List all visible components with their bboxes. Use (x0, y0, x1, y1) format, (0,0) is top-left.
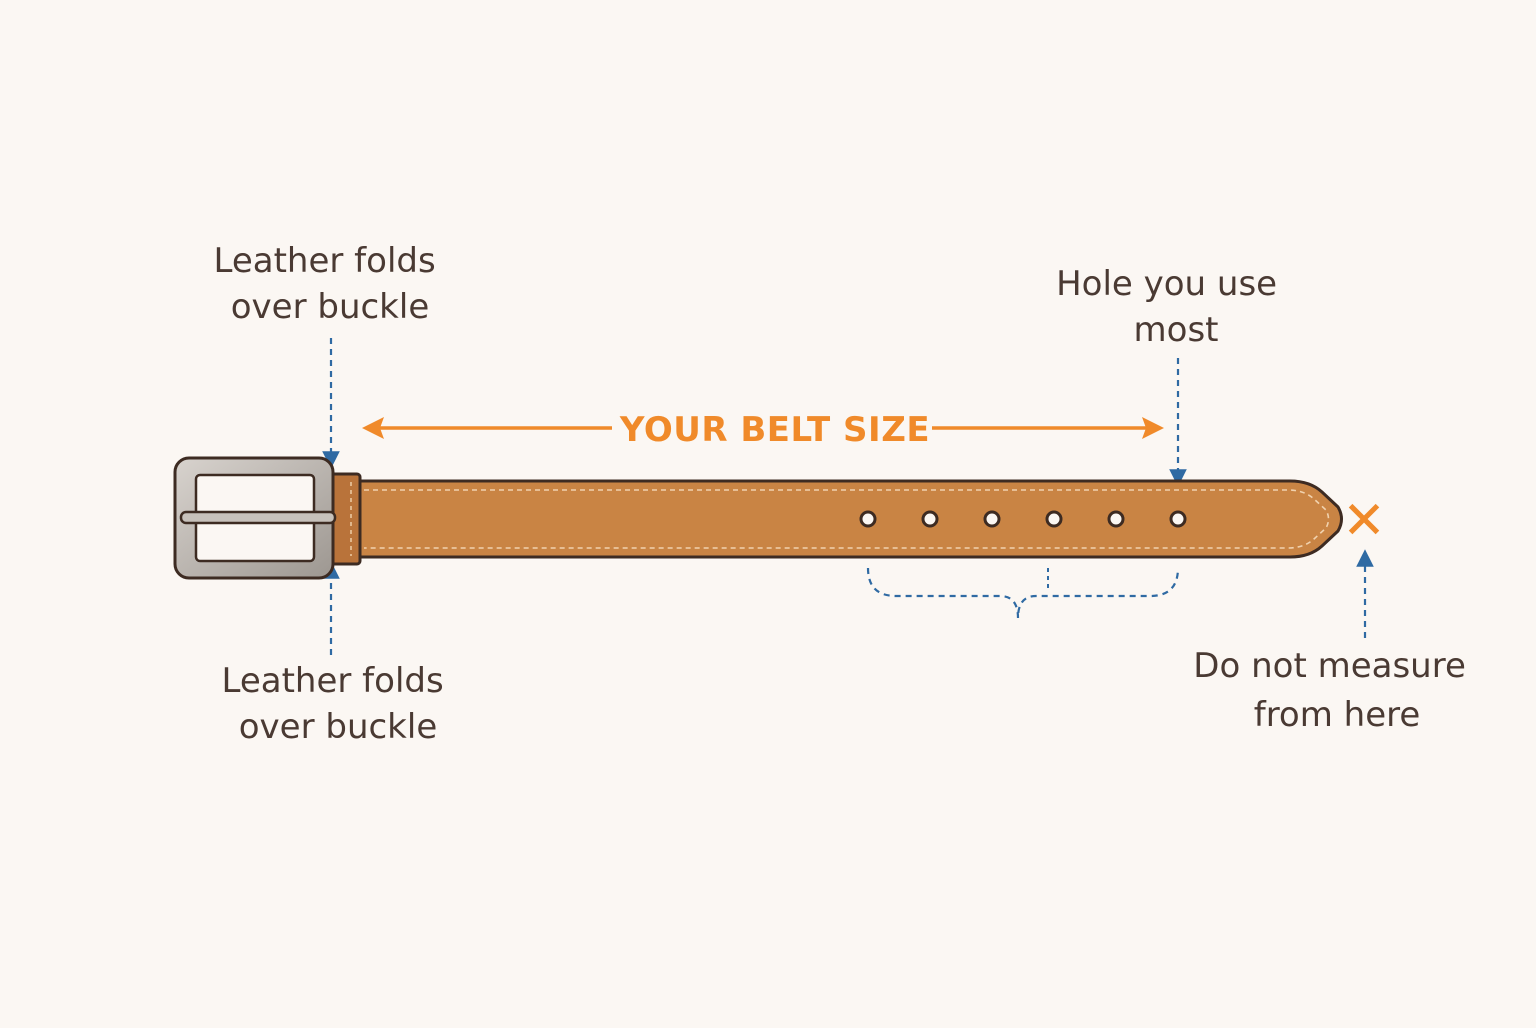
buckle-bottom-label-line1: Leather folds (221, 661, 443, 701)
do-not-measure-label-line2: from here (1254, 695, 1421, 735)
buckle-prong (179, 510, 337, 525)
do-not-measure-label-line1: Do not measure (1193, 646, 1466, 686)
hole-most-label-line1: Hole you use (1056, 264, 1277, 304)
belt-hole (859, 510, 877, 528)
belt-hole (1107, 510, 1125, 528)
belt (312, 472, 1343, 566)
belt-hole (1045, 510, 1063, 528)
measure-arrowhead-right (1142, 417, 1164, 439)
buckle-top-label-line1: Leather folds (213, 241, 435, 281)
buckle (173, 456, 337, 580)
belt-hole (921, 510, 939, 528)
do-not-measure-x-icon: ✕ (1342, 491, 1386, 551)
buckle-bottom-label-line2: over buckle (239, 707, 438, 747)
buckle-top-label-line2: over buckle (231, 287, 430, 327)
holes-brace (866, 567, 1180, 619)
belt-holes (859, 510, 1187, 528)
belt-strap (354, 479, 1343, 559)
hole-most-label-line2: most (1134, 310, 1219, 350)
buckle-bottom-label: Leather folds over buckle (221, 661, 454, 747)
measure-arrowhead-left (362, 417, 384, 439)
do-not-measure-label: Do not measure from here (1193, 646, 1476, 735)
belt-hole (1169, 510, 1187, 528)
buckle-top-label: Leather folds over buckle (213, 241, 446, 327)
hole-most-label: Hole you use most (1056, 264, 1288, 350)
belt-size-measurement: YOUR BELT SIZE (362, 410, 1164, 450)
belt-size-title: YOUR BELT SIZE (619, 410, 930, 450)
belt-hole (983, 510, 1001, 528)
belt-stitching (364, 489, 1330, 549)
